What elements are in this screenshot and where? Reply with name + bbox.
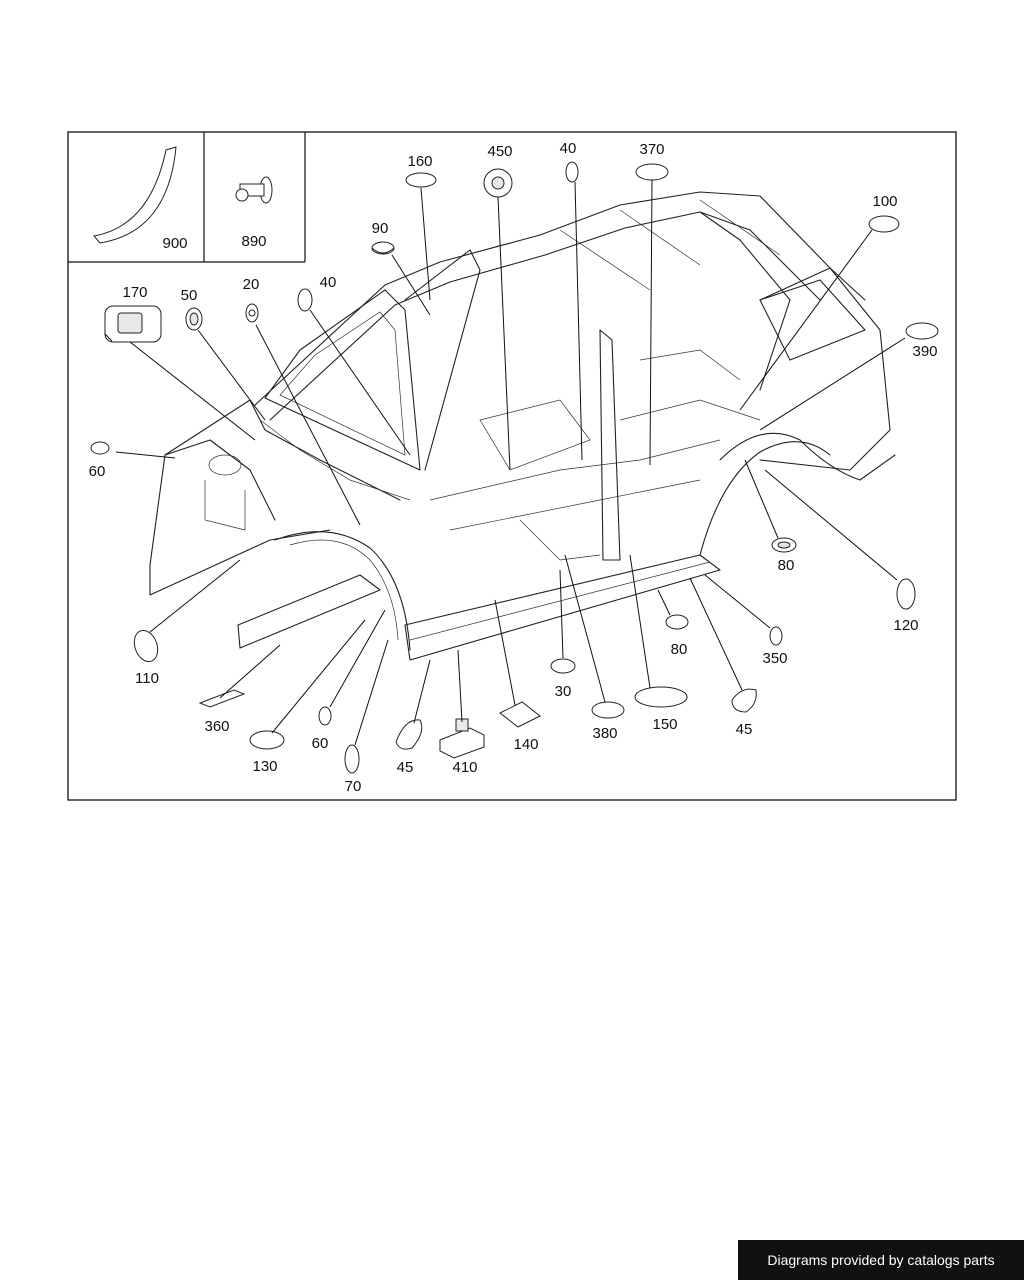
attribution-footer[interactable]: Diagrams provided by catalogs parts — [738, 1240, 1024, 1280]
part-90-plug[interactable] — [371, 241, 395, 255]
part-110-plug[interactable] — [130, 627, 162, 665]
label-50: 50 — [181, 287, 198, 304]
part-45-pad-b[interactable] — [731, 688, 757, 713]
label-130: 130 — [252, 758, 277, 775]
part-390-plug[interactable] — [905, 322, 939, 340]
part-40-plug[interactable] — [297, 288, 313, 312]
label-390: 390 — [912, 343, 937, 360]
label-80-a: 80 — [671, 641, 688, 658]
part-900-strip[interactable] — [93, 146, 177, 244]
label-890: 890 — [241, 233, 266, 250]
part-30-plug[interactable] — [550, 658, 576, 674]
label-150: 150 — [652, 716, 677, 733]
part-170-cover[interactable] — [104, 305, 162, 343]
label-170: 170 — [122, 284, 147, 301]
label-380: 380 — [592, 725, 617, 742]
label-140: 140 — [513, 736, 538, 753]
part-120-plug[interactable] — [896, 578, 916, 610]
label-40-b: 40 — [560, 140, 577, 157]
label-160: 160 — [407, 153, 432, 170]
inset-boxes — [68, 132, 306, 263]
vehicle-body-structure — [149, 191, 896, 661]
label-370: 370 — [639, 141, 664, 158]
part-20-plug[interactable] — [245, 303, 259, 323]
label-40-a: 40 — [320, 274, 337, 291]
label-120: 120 — [893, 617, 918, 634]
part-410-block[interactable] — [439, 718, 485, 759]
label-450: 450 — [487, 143, 512, 160]
part-60-plug-a[interactable] — [90, 441, 110, 455]
part-40-plug-b[interactable] — [565, 161, 579, 183]
attribution-text: Diagrams provided by catalogs parts — [767, 1252, 995, 1268]
label-100: 100 — [872, 193, 897, 210]
part-60-plug-b[interactable] — [318, 706, 332, 726]
part-890-clip[interactable] — [235, 176, 273, 204]
part-350-plug[interactable] — [769, 626, 783, 646]
part-450-grommet[interactable] — [483, 168, 513, 198]
part-70-plug[interactable] — [344, 744, 360, 774]
label-60-a: 60 — [89, 463, 106, 480]
part-80-plug-b[interactable] — [771, 537, 797, 553]
label-350: 350 — [762, 650, 787, 667]
part-360-pad[interactable] — [198, 689, 246, 708]
leader-lines — [115, 179, 906, 746]
label-45-a: 45 — [397, 759, 414, 776]
diagram-frame — [67, 131, 957, 801]
label-80-b: 80 — [778, 557, 795, 574]
label-45-b: 45 — [736, 721, 753, 738]
part-370-plug[interactable] — [635, 163, 669, 181]
label-70: 70 — [345, 778, 362, 795]
label-900: 900 — [162, 235, 187, 252]
label-360: 360 — [204, 718, 229, 735]
label-30: 30 — [555, 683, 572, 700]
label-410: 410 — [452, 759, 477, 776]
part-380-plug[interactable] — [591, 701, 625, 719]
part-130-plug[interactable] — [249, 730, 285, 750]
part-150-pad[interactable] — [634, 686, 688, 708]
callout-labels: 900 890 170 50 20 40 90 160 450 40 370 1… — [89, 140, 938, 795]
part-45-pad-a[interactable] — [395, 719, 423, 750]
label-20: 20 — [243, 276, 260, 293]
part-80-plug-a[interactable] — [665, 614, 689, 630]
part-100-plug[interactable] — [868, 215, 900, 233]
label-60-b: 60 — [312, 735, 329, 752]
part-140-cover[interactable] — [499, 701, 541, 728]
part-50-grommet[interactable] — [185, 307, 203, 331]
label-110: 110 — [135, 670, 159, 687]
label-90: 90 — [372, 220, 389, 237]
part-160-plug[interactable] — [405, 172, 437, 188]
